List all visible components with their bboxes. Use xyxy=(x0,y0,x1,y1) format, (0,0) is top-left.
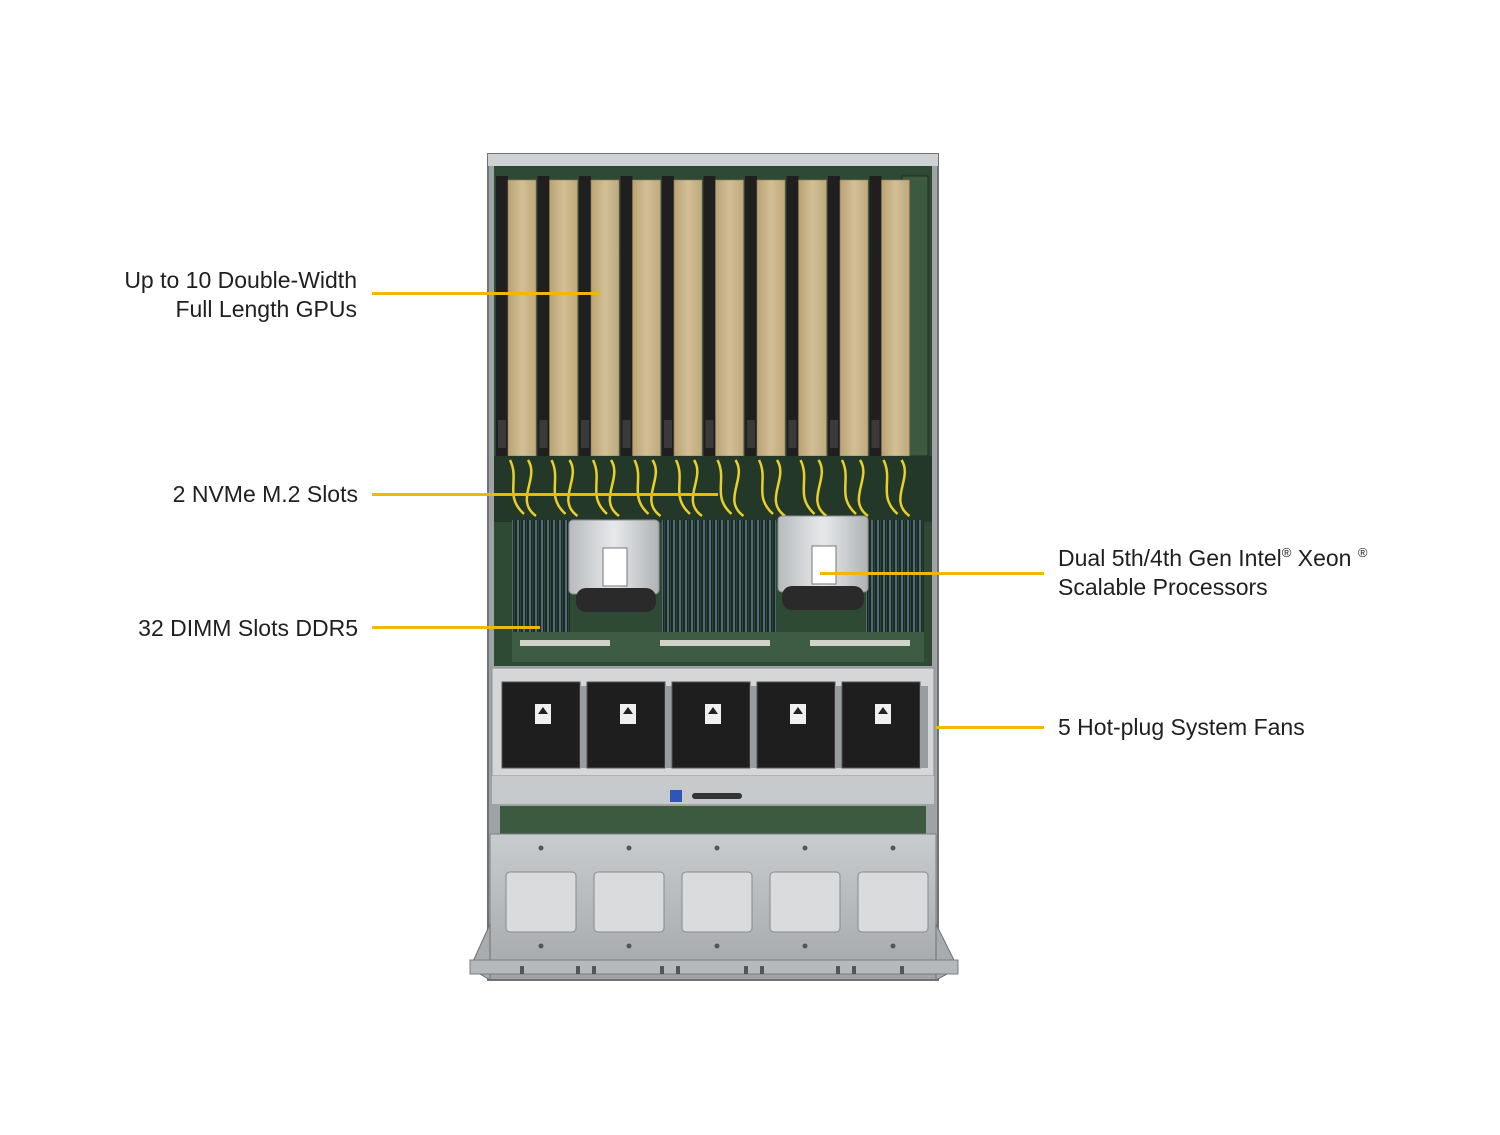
power-cable xyxy=(633,459,650,515)
label-gpus-line1: Up to 10 Double-Width xyxy=(124,267,357,293)
label-gpus-line2: Full Length GPUs xyxy=(175,296,357,322)
power-cable xyxy=(716,459,733,515)
gpu-card xyxy=(537,176,578,457)
power-cable xyxy=(508,459,525,515)
front-vent xyxy=(505,871,577,933)
gpu-card xyxy=(828,176,869,457)
gpu-power-cables xyxy=(508,459,911,518)
power-cable xyxy=(591,459,608,515)
system-fans-group xyxy=(501,681,928,769)
power-cable xyxy=(816,459,828,518)
chassis-foot xyxy=(744,966,748,974)
power-cable xyxy=(550,459,567,515)
dimm-bank-center xyxy=(662,520,776,632)
power-cable xyxy=(650,459,662,518)
power-cable xyxy=(691,459,703,518)
label-fans-line1: 5 Hot-plug System Fans xyxy=(1058,714,1305,740)
dimm-bank-right xyxy=(866,520,924,632)
label-fans: 5 Hot-plug System Fans xyxy=(1058,713,1305,742)
power-cable xyxy=(899,459,911,518)
label-nvme-line1: 2 NVMe M.2 Slots xyxy=(172,481,358,507)
power-cable xyxy=(840,459,857,515)
gpu-card xyxy=(703,176,744,457)
power-cable xyxy=(857,459,869,518)
gpu-card xyxy=(786,176,827,457)
chassis-foot xyxy=(760,966,764,974)
callout-line-cpu xyxy=(820,572,1044,575)
gpu-card xyxy=(869,176,910,457)
power-cable xyxy=(567,459,579,518)
power-cable xyxy=(774,459,786,518)
power-cable xyxy=(799,459,816,515)
power-cable xyxy=(674,459,691,515)
registered-mark: ® xyxy=(1357,545,1368,560)
chassis-foot xyxy=(676,966,680,974)
label-nvme: 2 NVMe M.2 Slots xyxy=(173,480,358,509)
label-cpu-line1a: Dual 5th/4th Gen Intel xyxy=(1058,545,1282,571)
system-fan xyxy=(501,681,588,769)
power-cable xyxy=(733,459,745,518)
gpu-card xyxy=(496,176,537,457)
gpu-card xyxy=(620,176,661,457)
chassis-foot xyxy=(660,966,664,974)
label-dimm: 32 DIMM Slots DDR5 xyxy=(138,614,358,643)
registered-mark: ® xyxy=(1281,545,1292,560)
label-cpu: Dual 5th/4th Gen Intel® Xeon ® Scalable … xyxy=(1058,544,1367,602)
gpu-card xyxy=(579,176,620,457)
power-cable xyxy=(882,459,899,515)
front-panel-vents xyxy=(505,845,929,949)
power-cable xyxy=(525,459,537,518)
label-dimm-line1: 32 DIMM Slots DDR5 xyxy=(138,615,358,641)
gpu-cards-group xyxy=(496,176,910,457)
chassis-foot xyxy=(836,966,840,974)
chassis-top-lip xyxy=(488,154,938,166)
callout-line-fans xyxy=(936,726,1044,729)
system-fan xyxy=(841,681,928,769)
callout-line-dimm xyxy=(372,626,540,629)
label-gpus: Up to 10 Double-Width Full Length GPUs xyxy=(124,266,357,324)
board-connectors xyxy=(512,632,924,662)
power-cable xyxy=(757,459,774,515)
system-fan xyxy=(756,681,843,769)
front-vent xyxy=(681,871,753,933)
rear-board xyxy=(500,806,926,834)
dimm-bank-left xyxy=(512,520,570,632)
chassis-foot xyxy=(592,966,596,974)
system-fan xyxy=(671,681,758,769)
chassis-foot xyxy=(520,966,524,974)
label-cpu-line1b: Xeon xyxy=(1291,545,1358,571)
cpu-heatsink-left xyxy=(568,519,660,612)
system-fan xyxy=(586,681,673,769)
front-vent xyxy=(769,871,841,933)
chassis-foot xyxy=(576,966,580,974)
callout-line-gpus xyxy=(372,292,600,295)
gpu-card xyxy=(662,176,703,457)
chassis-foot xyxy=(852,966,856,974)
cpu-heatsink-right xyxy=(777,515,869,610)
label-cpu-line1: Dual 5th/4th Gen Intel® Xeon ® xyxy=(1058,544,1367,573)
cable-area xyxy=(494,456,932,522)
gpu-card xyxy=(745,176,786,457)
chassis-feet xyxy=(520,966,904,974)
callout-line-nvme xyxy=(372,493,718,496)
front-vent xyxy=(593,871,665,933)
chassis-foot xyxy=(900,966,904,974)
label-cpu-line2: Scalable Processors xyxy=(1058,574,1268,600)
power-cable xyxy=(608,459,620,518)
front-vent xyxy=(857,871,929,933)
